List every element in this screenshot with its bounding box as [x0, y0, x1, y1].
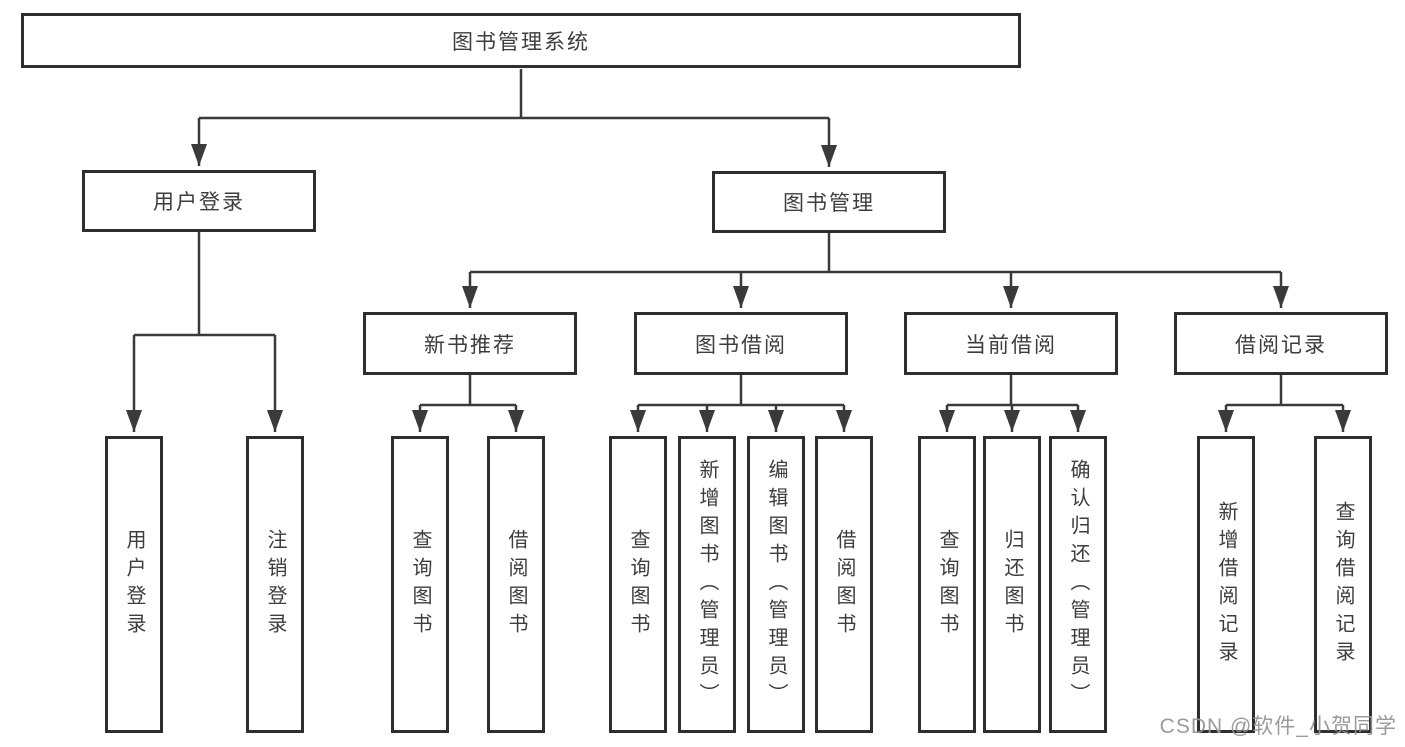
leaf-query-books-borrowing: 查询图书	[609, 436, 667, 733]
connector-borrowing-records-to-leaves	[1218, 375, 1351, 432]
node-current-borrowing: 当前借阅	[904, 312, 1118, 375]
leaf-query-books-borrowing-label: 查询图书	[627, 528, 649, 641]
connector-root-to-level2	[191, 69, 837, 167]
leaf-borrow-books-recommend: 借阅图书	[487, 436, 545, 733]
leaf-add-borrow-record: 新增借阅记录	[1197, 436, 1255, 733]
node-new-book-recommend: 新书推荐	[363, 312, 577, 375]
leaf-query-books-recommend: 查询图书	[391, 436, 449, 733]
node-book-borrowing-label: 图书借阅	[695, 333, 787, 357]
node-root-label: 图书管理系统	[452, 30, 590, 54]
leaf-logout: 注销登录	[246, 436, 304, 733]
leaf-query-books-recommend-label: 查询图书	[409, 528, 431, 641]
leaf-query-books-current: 查询图书	[918, 436, 976, 733]
connector-book-management-to-level3	[462, 233, 1289, 308]
leaf-borrow-books-recommend-label: 借阅图书	[505, 528, 527, 641]
leaf-confirm-return-admin: 确认归还（管理员）	[1049, 436, 1107, 733]
connector-new-book-recommend-to-leaves	[412, 375, 524, 432]
connector-book-borrowing-to-leaves	[630, 375, 852, 432]
node-user-login-label: 用户登录	[153, 191, 245, 214]
leaf-confirm-return-admin-label: 确认归还（管理员）	[1067, 458, 1089, 711]
node-library-management-system: 图书管理系统	[21, 13, 1021, 68]
leaf-user-login: 用户登录	[105, 436, 163, 733]
node-current-borrowing-label: 当前借阅	[965, 333, 1057, 357]
node-user-login: 用户登录	[82, 170, 316, 232]
node-book-management: 图书管理	[712, 171, 946, 233]
leaf-query-borrow-record: 查询借阅记录	[1314, 436, 1372, 733]
connector-current-borrowing-to-leaves	[939, 375, 1086, 432]
leaf-return-books-label: 归还图书	[1001, 528, 1023, 641]
leaf-edit-book-admin: 编辑图书（管理员）	[747, 436, 805, 733]
leaf-borrow-books-borrowing-label: 借阅图书	[833, 528, 855, 641]
leaf-add-borrow-record-label: 新增借阅记录	[1215, 500, 1237, 669]
leaf-add-book-admin-label: 新增图书（管理员）	[696, 458, 718, 711]
leaf-logout-label: 注销登录	[264, 528, 286, 641]
leaf-borrow-books-borrowing: 借阅图书	[815, 436, 873, 733]
node-new-book-recommend-label: 新书推荐	[424, 333, 516, 357]
leaf-add-book-admin: 新增图书（管理员）	[678, 436, 736, 733]
leaf-user-login-label: 用户登录	[123, 528, 145, 641]
node-book-borrowing: 图书借阅	[634, 312, 848, 375]
csdn-watermark: CSDN @软件_小贺同学	[1159, 715, 1397, 738]
leaf-query-books-current-label: 查询图书	[936, 528, 958, 641]
leaf-edit-book-admin-label: 编辑图书（管理员）	[765, 458, 787, 711]
leaf-query-borrow-record-label: 查询借阅记录	[1332, 500, 1354, 669]
node-book-management-label: 图书管理	[783, 192, 875, 215]
node-borrowing-records: 借阅记录	[1174, 312, 1388, 375]
node-borrowing-records-label: 借阅记录	[1235, 333, 1327, 357]
leaf-return-books: 归还图书	[983, 436, 1041, 733]
connector-user-login-to-leaves	[126, 232, 283, 432]
